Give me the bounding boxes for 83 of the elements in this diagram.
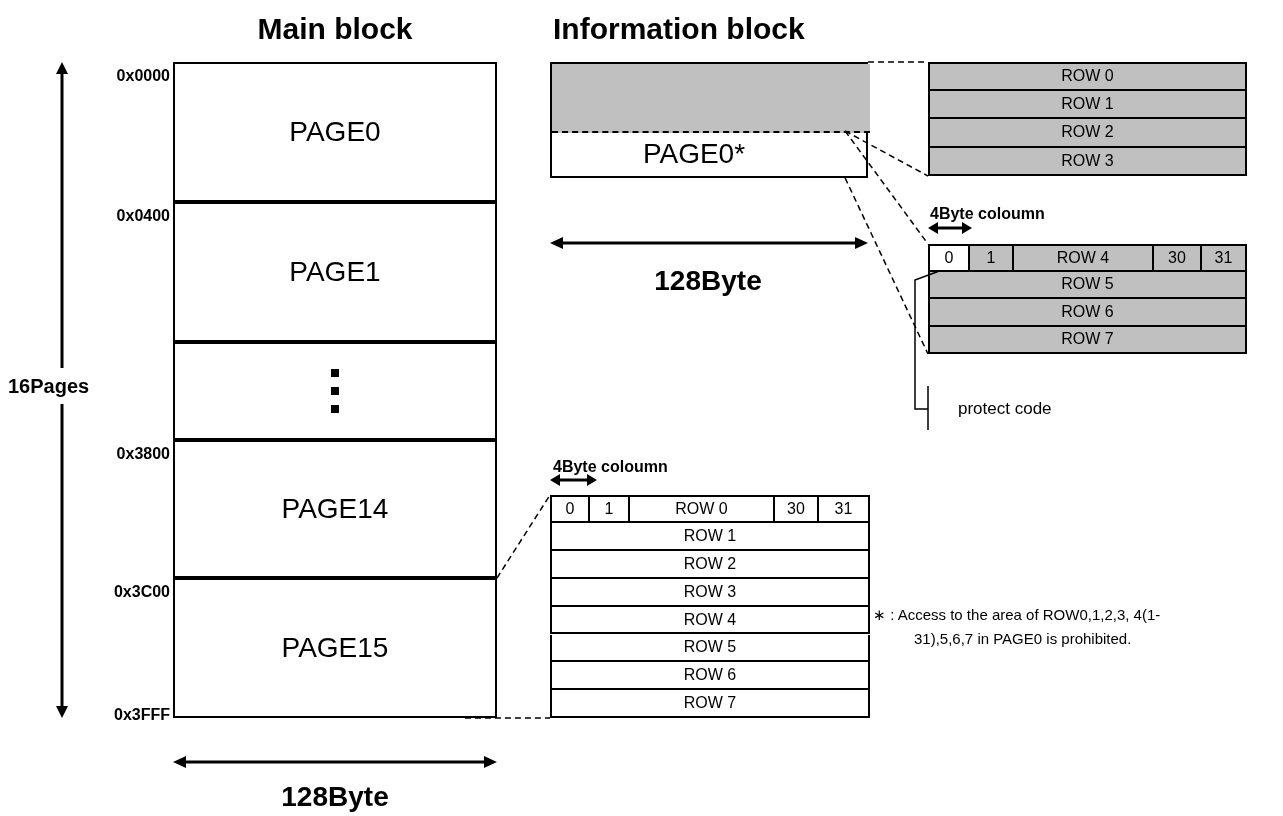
dimension-label: 4Byte coloumn	[553, 457, 668, 477]
row-label: ROW 2	[683, 553, 737, 574]
page-box	[173, 62, 497, 202]
table-row	[928, 62, 1247, 91]
table-cell	[928, 244, 968, 272]
row-table	[928, 62, 1247, 176]
row-label: 31	[1214, 247, 1233, 268]
row-label: ROW 5	[683, 637, 737, 658]
page-label: PAGE0*	[642, 137, 747, 171]
row-label: ROW 5	[1061, 274, 1114, 295]
table-cell	[1200, 244, 1247, 272]
table-row	[550, 578, 870, 607]
address-label: 0x3800	[116, 444, 170, 464]
zoom-line	[844, 130, 929, 177]
page-label: PAGE0	[289, 115, 381, 149]
table-row	[928, 119, 1247, 148]
table-cell	[1152, 244, 1200, 272]
table-row	[928, 271, 1247, 299]
address-label: 0x0400	[116, 206, 170, 226]
dimension-label: 16Pages	[8, 374, 90, 399]
page-box	[550, 62, 868, 178]
table-row	[550, 690, 870, 719]
table-row	[550, 662, 870, 691]
page-label: PAGE15	[281, 631, 389, 665]
row-label: ROW 7	[683, 693, 737, 714]
row-label: ROW 4	[683, 609, 737, 630]
footnote: ∗ : Access to the area of ROW0,1,2,3, 4(1-31),5,6,7 in PAGE0 is prohibited.	[873, 605, 1162, 649]
row-label: ROW 3	[683, 581, 737, 602]
address-label: 0x3C00	[113, 582, 170, 602]
row-label: ROW 1	[683, 525, 737, 546]
table-row	[928, 147, 1247, 176]
table-row	[550, 606, 870, 635]
table-row	[550, 550, 870, 579]
dimension-label: 128Byte	[281, 780, 389, 814]
page-box	[173, 578, 497, 718]
row-label: 30	[787, 498, 805, 519]
dimension-label: 4Byte coloumn	[930, 204, 1045, 224]
table-cell	[588, 495, 628, 523]
page-box	[173, 440, 497, 578]
page-label: PAGE14	[281, 492, 389, 526]
address-label: 0x0000	[116, 66, 170, 86]
dimension-label: 128Byte	[654, 264, 762, 298]
zoom-line	[496, 494, 551, 579]
row-label: ROW 6	[683, 665, 737, 686]
table-cell	[817, 495, 870, 523]
block-title: Information block	[553, 11, 805, 47]
page-label: PAGE1	[289, 255, 381, 289]
row-table	[928, 244, 1247, 354]
row-label: ROW 0	[1061, 66, 1114, 87]
page-box	[173, 342, 497, 440]
zoom-line	[464, 717, 551, 719]
shaded-area	[552, 64, 870, 133]
zoom-line	[844, 177, 929, 355]
row-label: ROW 0	[675, 498, 728, 519]
row-label: 0	[944, 247, 954, 268]
table-cell	[628, 495, 773, 523]
row-label: 1	[604, 498, 614, 519]
note-text: protect code	[958, 398, 1052, 421]
table-cell	[1012, 244, 1152, 272]
row-label: 30	[1168, 247, 1186, 268]
row-label: ROW 6	[1061, 301, 1114, 322]
table-row	[928, 90, 1247, 119]
row-label: ROW 1	[1061, 93, 1114, 114]
row-label: ROW 3	[1061, 150, 1114, 171]
row-label: ROW 2	[1061, 122, 1114, 143]
row-label: 1	[986, 247, 996, 268]
block-title: Main block	[257, 11, 413, 47]
row-table	[550, 495, 870, 718]
table-cell	[968, 244, 1012, 272]
row-label: ROW 4	[1056, 247, 1110, 268]
table-cell	[773, 495, 817, 523]
table-cell	[550, 495, 588, 523]
leader-line	[914, 270, 939, 431]
table-row	[550, 634, 870, 663]
row-label: 31	[834, 498, 853, 519]
address-label: 0x3FFF	[114, 705, 170, 725]
table-row	[550, 522, 870, 551]
row-label: 0	[565, 498, 575, 519]
zoom-line	[844, 130, 929, 245]
table-row	[928, 299, 1247, 327]
page-box	[173, 202, 497, 342]
table-row	[928, 326, 1247, 354]
row-label: ROW 7	[1061, 329, 1114, 350]
